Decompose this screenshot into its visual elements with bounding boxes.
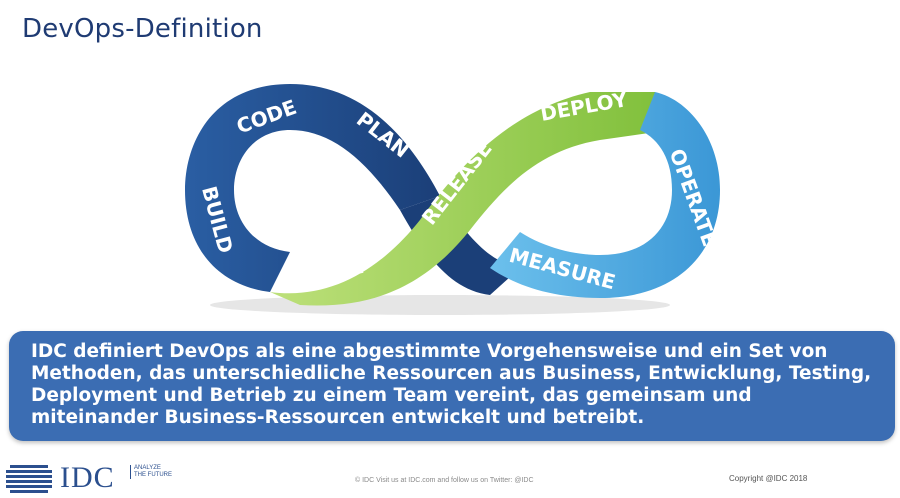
right-loop-segment (490, 92, 720, 298)
left-loop-segment (185, 84, 440, 292)
globe-icon (6, 465, 52, 493)
slide-title: DevOps-Definition (22, 14, 263, 44)
logo-text: IDC (60, 461, 115, 494)
footer-copyright: Copyright @IDC 2018 (729, 474, 808, 483)
footer-center-text: © IDC Visit us at IDC.com and follow us … (355, 477, 534, 484)
definition-text: IDC definiert DevOps als eine abgestimmt… (31, 341, 872, 428)
diagram-shadow (210, 295, 670, 315)
green-band-segment (270, 92, 670, 306)
logo-tagline: ANALYZE THE FUTURE (130, 465, 174, 479)
idc-logo: IDC ANALYZE THE FUTURE (6, 461, 172, 495)
definition-callout: IDC definiert DevOps als eine abgestimmt… (9, 331, 895, 441)
